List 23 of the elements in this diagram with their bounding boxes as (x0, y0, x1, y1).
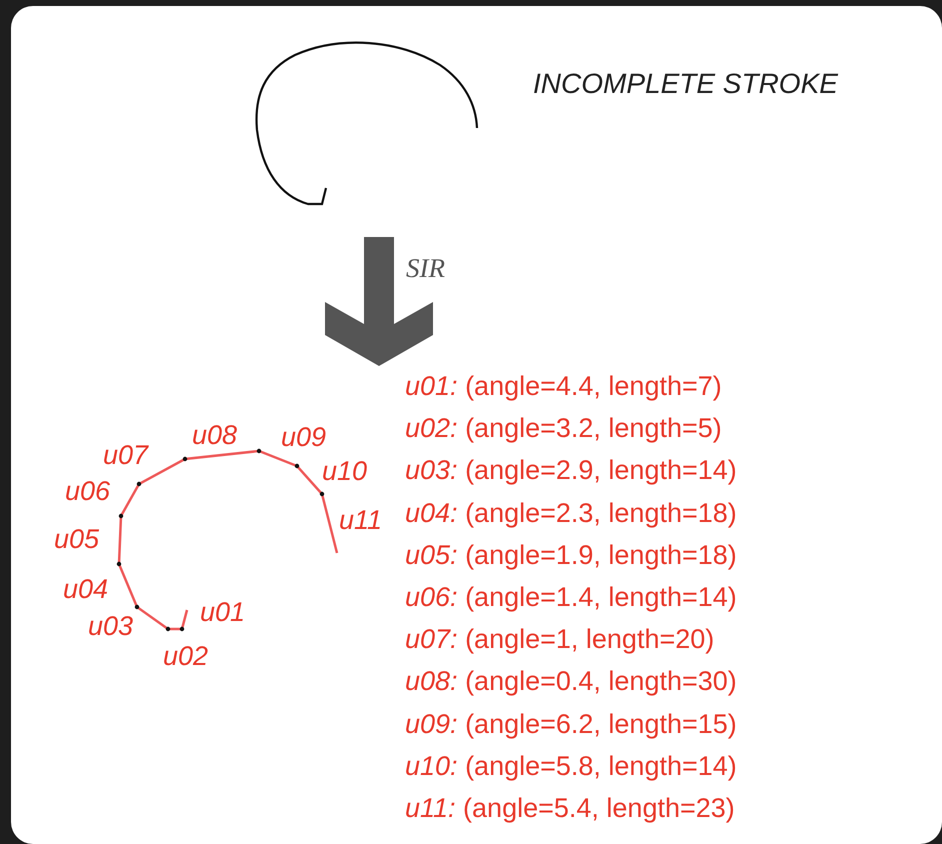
segment-description: u11: (angle=5.4, length=23) (405, 792, 735, 824)
segment-description: u05: (angle=1.9, length=18) (405, 538, 737, 571)
segment-description: u04: (angle=2.3, length=18) (405, 496, 737, 529)
segment-description: u08: (angle=0.4, length=30) (405, 665, 737, 698)
caption-text: INCOMPLETE STROKE (533, 68, 838, 100)
segment-label: u11 (339, 504, 382, 536)
segment-label: u10 (322, 455, 368, 487)
segment-label: u03 (88, 610, 134, 642)
segment-label: u02 (163, 640, 208, 672)
segment-label: u04 (63, 573, 108, 605)
segment-description: u01: (angle=4.4, length=7) (405, 370, 722, 402)
segment-label: u05 (54, 523, 100, 555)
segment-label: u09 (281, 421, 326, 453)
segment-description: u02: (angle=3.2, length=5) (405, 412, 722, 444)
segment-label: u08 (192, 419, 238, 451)
segment-label: u01 (200, 596, 246, 628)
segment-description: u06: (angle=1.4, length=14) (405, 581, 737, 613)
segment-description: u10: (angle=5.8, length=14) (405, 750, 737, 782)
segment-description: u07: (angle=1, length=20) (405, 623, 714, 656)
segment-description: u09: (angle=6.2, length=15) (405, 708, 737, 740)
segment-description: u03: (angle=2.9, length=14) (405, 454, 737, 486)
segment-label: u07 (103, 439, 148, 471)
segment-label: u06 (65, 475, 110, 507)
